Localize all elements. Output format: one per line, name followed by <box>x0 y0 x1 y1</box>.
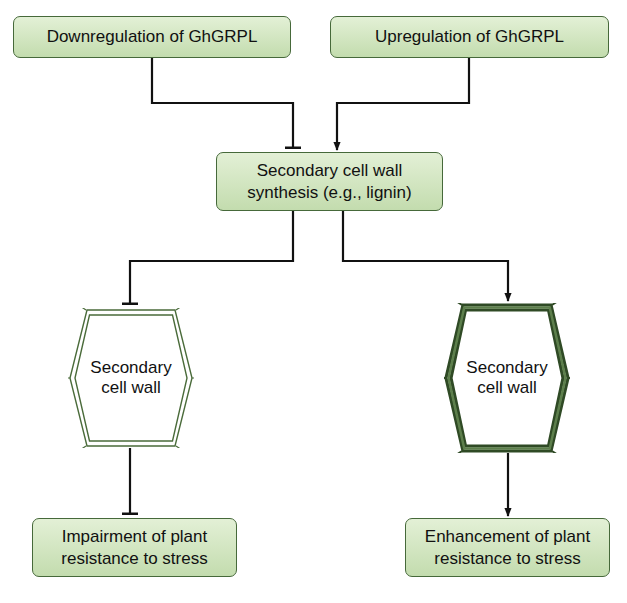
arrow-connector <box>507 453 509 516</box>
node-label: Enhancement of plant resistance to stres… <box>414 526 601 569</box>
wall-tick <box>552 303 558 305</box>
node-label: Secondary cell wall <box>458 358 556 399</box>
wall-tick <box>456 451 462 453</box>
cell-wall-thickening <box>449 308 566 449</box>
node-label: Downregulation of GhGRPL <box>47 26 258 47</box>
wall-tick <box>568 377 570 379</box>
inhibition-connector <box>152 58 293 148</box>
process-box: Secondary cell wall synthesis (e.g., lig… <box>216 152 443 211</box>
process-box: Upregulation of GhGRPL <box>330 16 609 58</box>
wall-tick <box>176 308 182 310</box>
process-box: Downregulation of GhGRPL <box>13 16 291 58</box>
inhibition-connector <box>130 211 293 304</box>
process-box: Enhancement of plant resistance to stres… <box>405 518 610 577</box>
cell-wall-outline <box>446 305 568 451</box>
wall-tick <box>80 308 86 310</box>
node-label: Secondary cell wall synthesis (e.g., lig… <box>225 160 434 203</box>
process-box: Impairment of plant resistance to stress <box>32 518 237 577</box>
arrow-connector <box>337 58 469 150</box>
wall-tick <box>192 377 194 378</box>
cell-shape: Secondary cell wall <box>68 308 194 448</box>
wall-tick <box>176 446 182 448</box>
wall-tick <box>68 377 70 378</box>
node-label: Upregulation of GhGRPL <box>375 26 564 47</box>
cell-wall-outline <box>70 310 192 446</box>
node-label: Impairment of plant resistance to stress <box>41 526 228 569</box>
wall-tick <box>444 377 446 379</box>
wall-tick <box>456 303 462 305</box>
arrow-connector <box>343 211 508 301</box>
cell-shape: Secondary cell wall <box>444 303 570 453</box>
wall-tick <box>80 446 86 448</box>
cell-wall-outline <box>451 310 563 446</box>
cell-wall-outline <box>75 315 187 441</box>
node-label: Secondary cell wall <box>82 358 180 399</box>
inhibition-connector <box>129 448 131 514</box>
wall-tick <box>552 451 558 453</box>
